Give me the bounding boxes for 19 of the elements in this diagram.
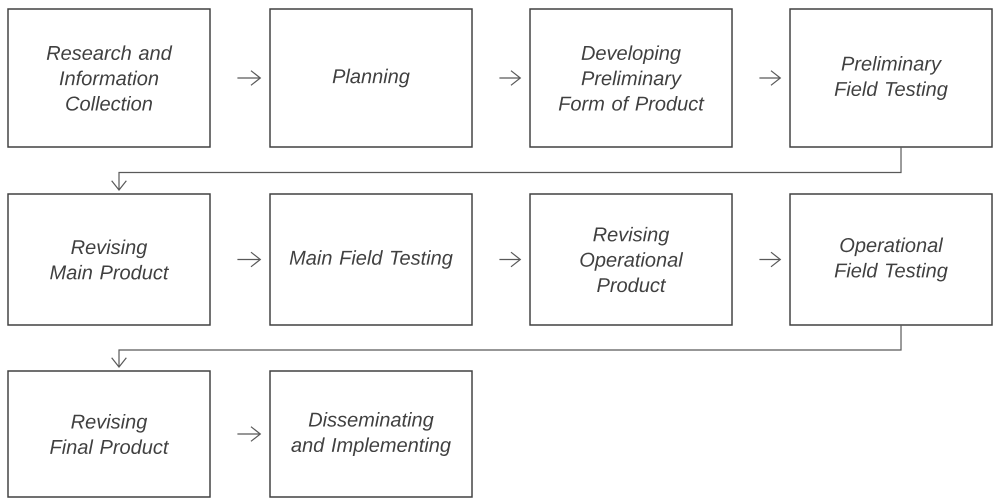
arrow <box>499 252 522 268</box>
arrow <box>111 147 902 191</box>
arrow <box>237 426 262 442</box>
process-box: Revising Operational Product <box>529 193 733 326</box>
process-box: Disseminating and Implementing <box>269 370 473 498</box>
process-box: Planning <box>269 8 473 148</box>
arrow <box>111 325 902 368</box>
arrow <box>237 70 262 86</box>
arrow <box>759 252 782 268</box>
process-box: Research and Information Collection <box>7 8 211 148</box>
arrow <box>499 70 522 86</box>
process-box: Revising Final Product <box>7 370 211 498</box>
process-box: Main Field Testing <box>269 193 473 326</box>
process-box: Revising Main Product <box>7 193 211 326</box>
process-box: Preliminary Field Testing <box>789 8 993 148</box>
process-box: Developing Preliminary Form of Product <box>529 8 733 148</box>
arrow <box>237 252 262 268</box>
process-box: Operational Field Testing <box>789 193 993 326</box>
arrow <box>759 70 782 86</box>
